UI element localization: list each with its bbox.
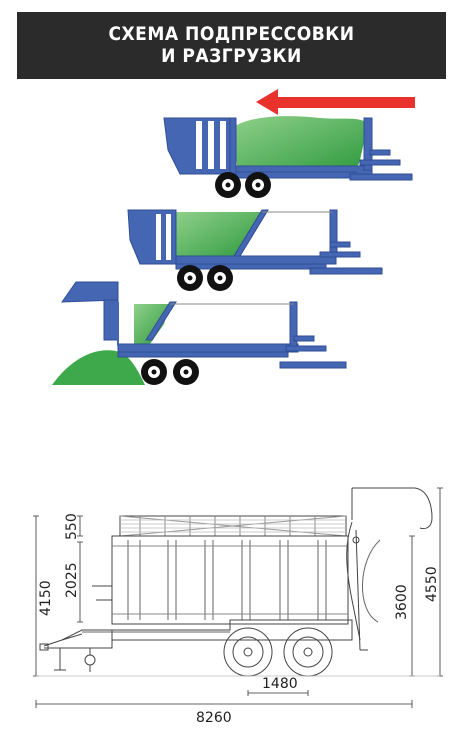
stage-unloading: [52, 281, 347, 385]
technical-drawing: [39, 487, 433, 677]
front-wall-slats-1: [196, 121, 226, 169]
stage-pushing: [127, 209, 383, 291]
mesh-rails: [119, 515, 347, 537]
stage-compression: [163, 89, 415, 198]
wheels-1: [215, 172, 271, 198]
green-pile: [52, 350, 145, 385]
trailer-body-3: [61, 281, 347, 369]
wheels-3: [141, 359, 199, 385]
rear-gate: [346, 487, 433, 651]
side-panels: [112, 540, 348, 620]
dim-label-2025: 2025: [64, 562, 80, 598]
body-outline: [111, 535, 349, 625]
dim-label-1480: 1480: [262, 676, 298, 692]
dim-label-550: 550: [64, 513, 80, 540]
title-line-2: И РАЗГРУЗКИ: [161, 45, 302, 67]
dimension-lines: [33, 487, 443, 708]
title-line-1: СХЕМА ПОДПРЕССОВКИ: [108, 23, 355, 45]
title-banner: СХЕМА ПОДПРЕССОВКИ И РАЗГРУЗКИ: [17, 12, 446, 79]
dim-label-8260: 8260: [196, 710, 232, 726]
green-load-1: [232, 116, 368, 172]
dim-label-4550: 4550: [424, 566, 440, 602]
green-load-3: [134, 304, 170, 344]
dim-label-3600: 3600: [394, 584, 410, 620]
front-wall-slats-2: [156, 214, 171, 260]
tandem-wheels: [223, 627, 333, 677]
compression-arrow: [256, 89, 415, 115]
wheels-2: [177, 265, 233, 291]
green-load-2: [176, 212, 260, 258]
chassis: [61, 619, 353, 641]
drawbar: [39, 585, 113, 672]
front-wall-slats-3: [124, 306, 128, 342]
trailer-body-2: [127, 209, 383, 275]
dim-label-4150: 4150: [38, 580, 54, 616]
